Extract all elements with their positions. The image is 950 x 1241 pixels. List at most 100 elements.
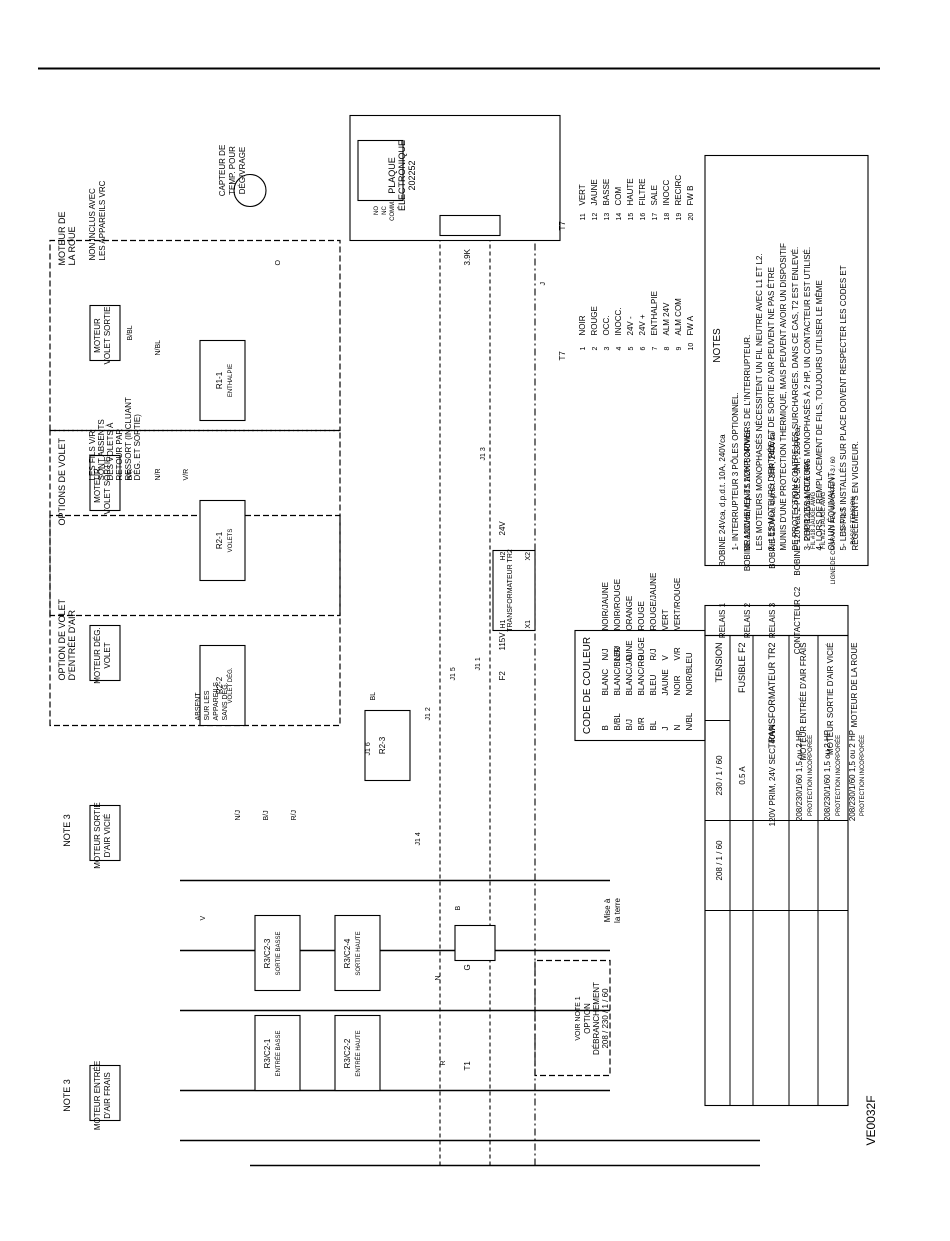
terminal-top-n: 12 <box>592 213 599 221</box>
terminal-bot-label: 24V + <box>638 314 647 335</box>
terminal-bot-n: 9 <box>676 347 683 351</box>
terminal-bot-label: ALM COM <box>674 298 683 336</box>
zone-not-included: LES APPAREILS VRC <box>98 180 107 260</box>
zone-fresh-air-damper: OPTION DE VOLET <box>57 598 67 680</box>
terminal-top-label: BASSE <box>602 179 611 206</box>
spec-row-4-value: 208/230/1/60 1,5 ou 2 HP <box>823 730 832 821</box>
transformer-h1: H1 <box>500 619 507 628</box>
relay-r3-4: R3/C2-4 <box>343 938 352 968</box>
disconnect-title: OPTION <box>583 1003 592 1034</box>
relay-table-name: RELAIS 2 <box>743 602 752 638</box>
notes-line: 3- POUR LES MOTEURS MONOPHASÉS À 2 HP, U… <box>803 247 812 551</box>
spec-row-3-value: 208/230/1/60 1,5 ou 2 HP <box>795 730 804 821</box>
color-code-right-name: ORANGE <box>625 596 634 631</box>
color-code-right-name: ROUGE/JAUNE <box>649 573 658 631</box>
wire-label-NR: N/R <box>155 468 162 480</box>
color-code-left-name: BLANC <box>601 669 610 696</box>
board-title-line: PLAQUE <box>387 157 397 194</box>
relay-r3-4-sub: SORTIE HAUTE <box>356 931 362 975</box>
terminal-bot-label: INOCC. <box>614 308 623 336</box>
color-code-left: B/BL <box>613 713 622 731</box>
terminal-top-label: VERT <box>578 184 587 205</box>
wire-label-NJ: N/J <box>235 810 242 821</box>
terminal-bot-label: FW A <box>686 315 695 335</box>
color-code-left-name: NOIR <box>673 675 682 695</box>
motors <box>89 304 121 1122</box>
terminal-bot-n: 8 <box>664 347 671 351</box>
zone-absent-note: SANS DÉG. <box>220 682 229 720</box>
relay-r3-3-sub: SORTIE BASSE <box>276 932 282 976</box>
wire-label-O: O <box>275 260 282 266</box>
notes-line: 2- LES MOTEURS D'ENTRÉE ET DE SORTIE D'A… <box>767 267 776 550</box>
motor-wheel: VOLET SORTIE <box>103 307 112 365</box>
color-code-left: J <box>661 727 670 731</box>
terminal-bot-n: 6 <box>640 347 647 351</box>
wire-label-J1_6: J1 6 <box>365 742 372 755</box>
relay-table-desc: BOBINE 120Vca, 2 PÔLES, 5HP, 230Vca, <box>793 425 802 575</box>
board-jumper-line: NO <box>374 206 380 215</box>
board-tb-left: T7 <box>558 221 567 231</box>
disconnect-note: VOIR NOTE 1 <box>575 996 582 1040</box>
board-resistor: 3.9K <box>463 248 472 265</box>
zone-wheel-motor: LA ROUE <box>67 226 77 265</box>
zone-wheel-motor: MOTEUR DE <box>57 212 67 266</box>
relay-r3-2-sub: ENTRÉE HAUTE <box>355 1030 362 1076</box>
relay-table-desc: BOBINE 24Vca, d.p.d.t. 10A, 240Vca <box>718 434 727 567</box>
zone-vr-note: LES FILS V/R <box>88 430 97 480</box>
relay-r2-2-sub: VOLET DÉG. <box>227 667 234 703</box>
notes-line: 4- LORS DE REMPLACEMENT DE FILS, TOUJOUR… <box>815 280 824 550</box>
color-code-right: R <box>637 655 646 661</box>
notes-line: MUNIS D'UNE PROTECTION THERMIQUE, MAIS P… <box>779 243 788 550</box>
board-sensor-line: TEMP. POUR <box>228 146 237 195</box>
terminal-top-n: 14 <box>616 213 623 221</box>
notes-title: NOTES <box>712 328 723 363</box>
relay-table-desc2: 2HP 120Vca, FLA 30A <box>803 460 812 541</box>
wire-label-BR: B/R <box>127 469 134 481</box>
terminal-bot-n: 2 <box>592 347 599 351</box>
ground-label: Mise à <box>603 898 612 922</box>
board-jumper-line: COMM. <box>390 200 396 221</box>
relay-r1: R1-1 <box>215 371 224 389</box>
motor-defrost-damper: VOLET <box>103 642 112 668</box>
color-code-right: V <box>661 655 670 661</box>
notes-line: BRANCHEMENTS AUX BORNIERS DE L'INTERRUPT… <box>743 335 752 551</box>
relay-legend-line: 115 VOLT <box>841 507 847 534</box>
notes-line: 5- LES FILS INSTALLÉS SUR PLACE DOIVENT … <box>839 265 848 550</box>
zone-absent-note: APPAREILS <box>213 682 220 721</box>
spec-row-1-value: 0.5 A <box>738 766 747 785</box>
wire-label-J1_3: J1 3 <box>480 447 487 460</box>
relay-legend-line: LIGNE DE COURANT PEU IMPORTE V / 3 / 60 <box>831 456 837 584</box>
motor-defrost-damper: MOTEUR DÉG. <box>93 627 102 683</box>
electronic-board <box>233 114 561 242</box>
terminal-bot-label: OCC. <box>602 316 611 336</box>
wire-label-B: B <box>455 906 462 911</box>
terminal-top-label: FW B <box>686 186 695 206</box>
color-code-left-name: BLANC/BLEU <box>613 645 622 695</box>
zone-vr-note: DÉG. ET SORTIE) <box>133 414 142 481</box>
wire-label-RJ: R/J <box>291 810 298 821</box>
zones <box>49 239 341 727</box>
color-code-right-name: ROUGE <box>637 601 646 630</box>
notes-box <box>704 154 869 567</box>
spec-row-3-label: MOTEUR ENTRÉE D'AIR FRAIS <box>799 643 808 761</box>
board-tb-right: T7 <box>558 351 567 361</box>
motor-exhaust: MOTEUR SORTIE <box>93 802 102 869</box>
color-code-left-name: JAUNE <box>661 669 670 695</box>
relay-legend-line: BASSE TENSION <box>851 496 857 544</box>
terminal-bot-n: 3 <box>604 347 611 351</box>
relay-r2-3: R2-3 <box>378 736 387 754</box>
relay-r2-2: R2-2 <box>215 676 224 694</box>
color-code-right: N/J <box>601 649 610 661</box>
terminal-bot-label: NOIR <box>578 315 587 335</box>
terminal-top-label: JAUNE <box>590 179 599 205</box>
transformer-fuse: F2 <box>498 671 507 681</box>
color-code-left: B <box>601 725 610 730</box>
spec-row-5-sub: PROTECTION INCORPORÉE <box>859 735 866 816</box>
color-code-right-name: NOIR/ROUGE <box>613 579 622 631</box>
terminal-bot-n: 10 <box>688 343 695 351</box>
terminal-top-label: SALE <box>650 185 659 205</box>
transformer-vout: 24V <box>498 521 507 536</box>
board-jumper-line: NC <box>382 206 388 215</box>
